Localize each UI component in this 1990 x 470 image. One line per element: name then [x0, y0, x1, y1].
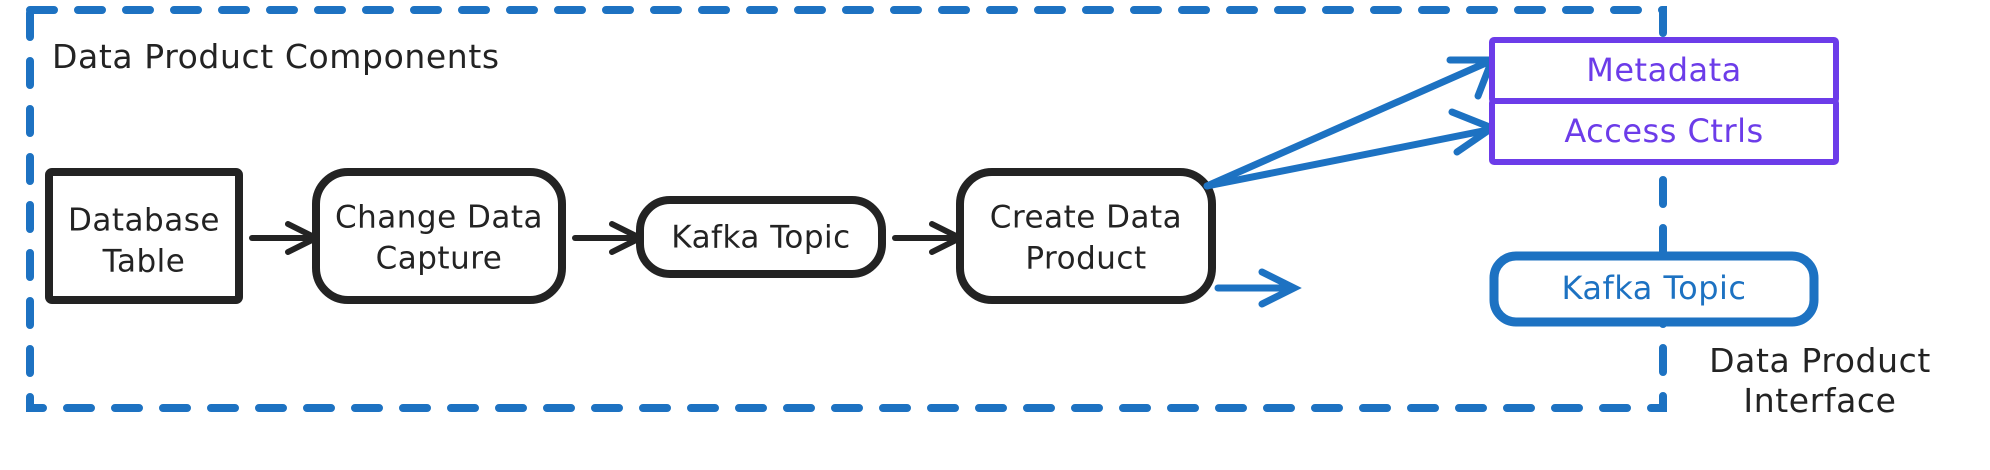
node-database-table[interactable]: Database Table	[45, 168, 243, 304]
data-product-components-region-right-lower	[26, 6, 1667, 412]
create-data-product-label-line1: Create Data	[990, 200, 1182, 236]
database-table-label-line2: Table	[102, 244, 186, 280]
node-access-ctrls[interactable]: Access Ctrls	[1489, 98, 1839, 165]
data-product-components-region	[26, 6, 1667, 146]
node-kafka-topic-output[interactable]: Kafka Topic	[1489, 251, 1819, 327]
edge-database-table-to-change-data-capture	[249, 221, 323, 255]
create-data-product-box[interactable]	[956, 168, 1216, 304]
kafka-topic-output-label: Kafka Topic	[1561, 269, 1746, 307]
kafka-topic-source-box[interactable]	[636, 196, 886, 278]
database-table-box[interactable]	[45, 168, 243, 304]
change-data-capture-label-line1: Change Data	[335, 200, 543, 236]
node-change-data-capture[interactable]: Change Data Capture	[312, 168, 566, 304]
arrowhead-icon	[1258, 268, 1302, 308]
change-data-capture-box[interactable]	[312, 168, 566, 304]
edge-line	[1203, 58, 1492, 190]
change-data-capture-label-line2: Capture	[376, 241, 503, 277]
kafka-topic-output-box[interactable]	[1489, 251, 1819, 327]
node-create-data-product[interactable]: Create Data Product	[956, 168, 1216, 304]
data-product-interface-label-line1: Data Product	[1709, 341, 1931, 380]
node-kafka-topic-source[interactable]: Kafka Topic	[636, 196, 886, 278]
data-product-interface-label-line2: Interface	[1743, 381, 1896, 420]
group-title: Data Product Components	[52, 37, 500, 76]
create-data-product-label-line2: Product	[1025, 241, 1146, 277]
edge-kafka-topic-source-to-create-data-product	[892, 221, 967, 255]
edge-change-data-capture-to-kafka-topic-source	[572, 221, 647, 255]
access-ctrls-box[interactable]	[1489, 98, 1839, 165]
edge-line	[1203, 126, 1492, 190]
metadata-label: Metadata	[1586, 51, 1742, 89]
node-metadata[interactable]: Metadata	[1489, 37, 1839, 104]
database-table-label-line1: Database	[68, 203, 220, 239]
kafka-topic-source-label: Kafka Topic	[671, 220, 850, 256]
edge-create-data-product-to-kafka-topic-output	[1214, 268, 1302, 308]
access-ctrls-label: Access Ctrls	[1564, 112, 1763, 150]
edge-create-data-product-to-metadata	[1203, 56, 1498, 190]
